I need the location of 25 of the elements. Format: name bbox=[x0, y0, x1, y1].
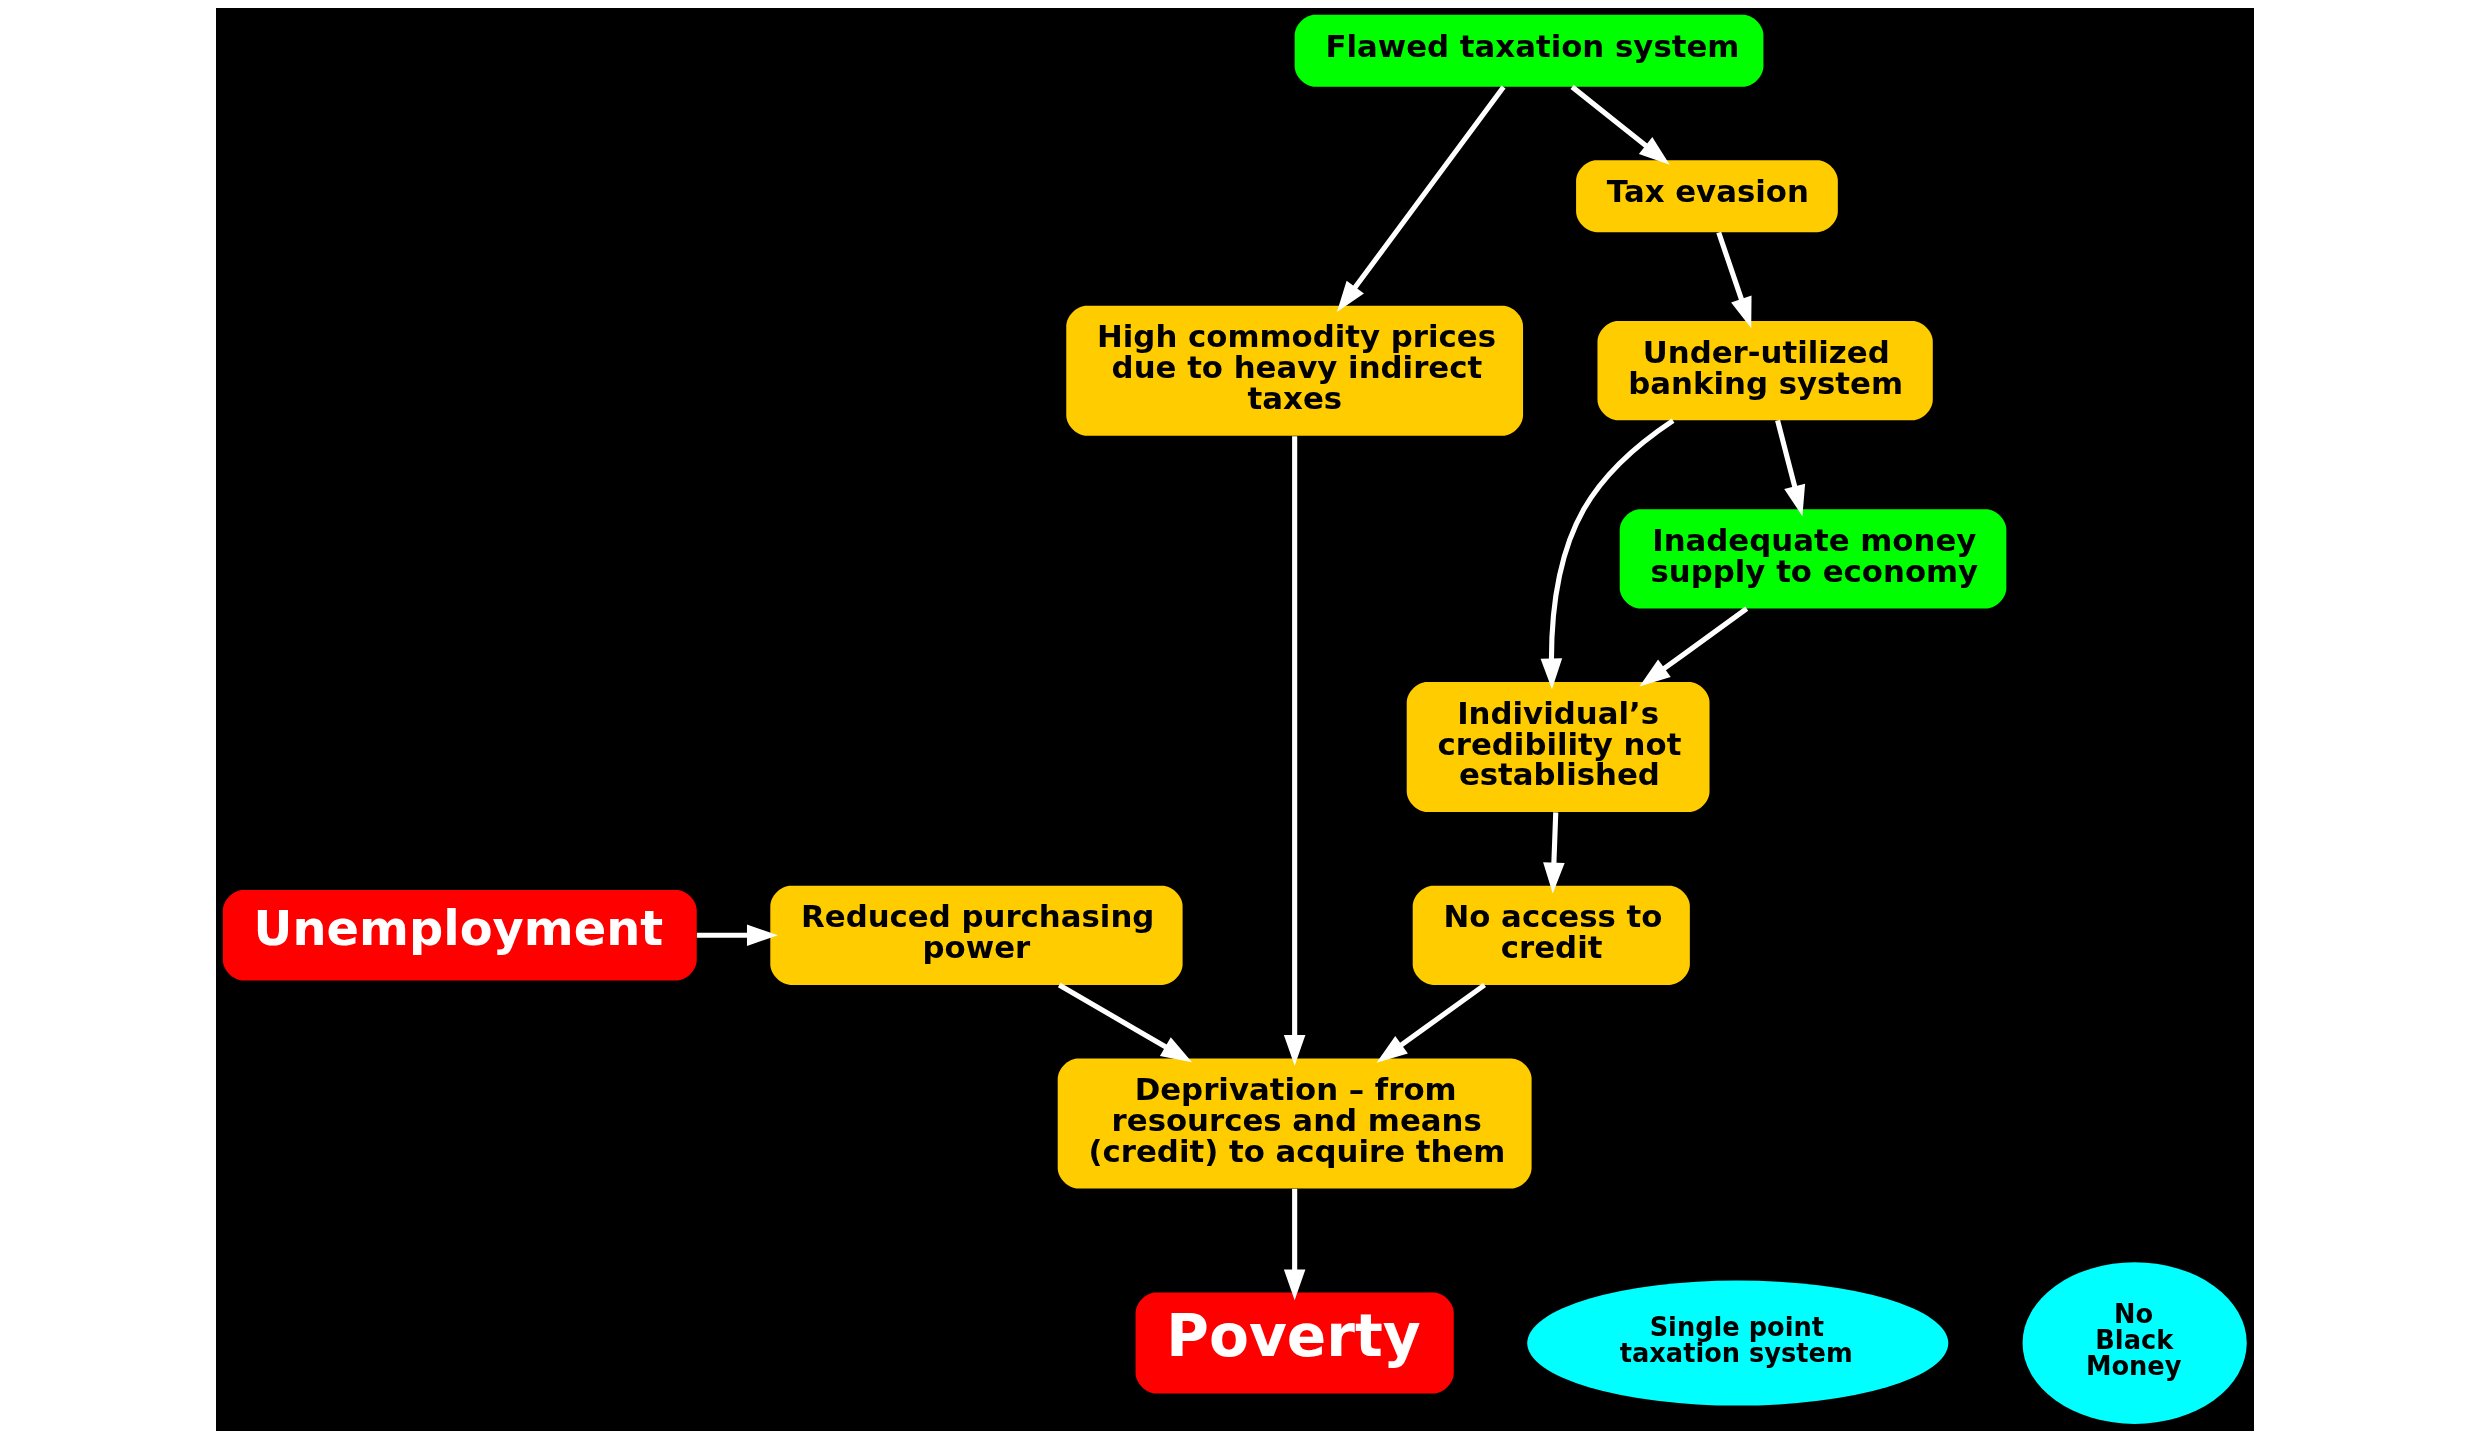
arrow bbox=[1057, 982, 1192, 1063]
node-box: Inadequate money supply to economy bbox=[1619, 509, 2006, 609]
node-box: Poverty bbox=[1135, 1292, 1454, 1394]
arrow bbox=[1540, 418, 1674, 690]
arrow bbox=[1774, 419, 1805, 517]
arrow bbox=[1570, 84, 1670, 165]
node-ellipse: Single point taxation system bbox=[1526, 1280, 1948, 1406]
arrow bbox=[1336, 85, 1506, 312]
node-box: Flawed taxation system bbox=[1294, 14, 1763, 87]
arrow bbox=[696, 924, 778, 947]
arrow bbox=[1283, 436, 1305, 1066]
node-box: Individual’s credibility not established bbox=[1406, 682, 1709, 813]
node-box: Tax evasion bbox=[1575, 160, 1838, 233]
node-ellipse: No Black Money bbox=[2022, 1262, 2247, 1424]
node-box: Reduced purchasing power bbox=[769, 885, 1183, 985]
arrow bbox=[1283, 1188, 1305, 1301]
node-box: High commodity prices due to heavy indirect taxes bbox=[1065, 305, 1523, 436]
arrow bbox=[1376, 982, 1486, 1063]
node-box: Unemployment bbox=[222, 889, 697, 981]
node-box: Deprivation – from resources and means (credit) to acquire them bbox=[1057, 1058, 1532, 1189]
arrow bbox=[1542, 812, 1565, 894]
node-box: No access to credit bbox=[1412, 885, 1690, 985]
node-box: Under-utilized banking system bbox=[1596, 321, 1933, 421]
arrow bbox=[1715, 231, 1752, 329]
arrow bbox=[1638, 606, 1748, 687]
